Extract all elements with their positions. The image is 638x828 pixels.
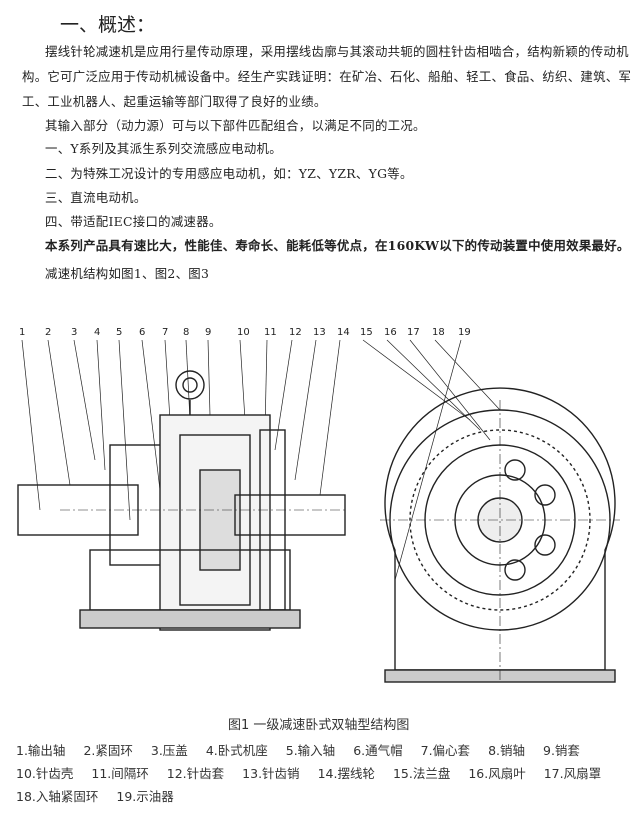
callout-leader-line — [47, 339, 71, 486]
legend-item: 9.销套 — [543, 743, 580, 758]
callout-leader-line — [274, 339, 293, 451]
paragraph-line: 工、工业机器人、起重运输等部门取得了良好的业绩。 — [22, 94, 327, 109]
figure-reference: 减速机结构如图1、图2、图3 — [45, 266, 210, 281]
callout-leader-line — [409, 339, 491, 441]
legend-item: 19.示油器 — [116, 789, 174, 804]
callout-leader-line — [386, 339, 481, 431]
callout-leader-line — [362, 339, 471, 421]
legend-item: 7.偏心套 — [420, 743, 471, 758]
callout-leader-line — [394, 339, 462, 581]
legend-item: 10.针齿壳 — [16, 766, 74, 781]
callout-number: 15 — [360, 327, 373, 338]
legend-item: 1.输出轴 — [16, 743, 66, 758]
callout-number: 16 — [384, 327, 397, 338]
callout-number: 14 — [337, 327, 350, 338]
callout-leader-line — [207, 339, 211, 416]
section-heading: 一、概述： — [60, 14, 156, 36]
paragraph-line: 其输入部分（动力源）可与以下部件匹配组合，以满足不同的工况。 — [45, 118, 426, 133]
callout-number: 13 — [313, 327, 326, 338]
legend-item: 11.间隔环 — [91, 766, 149, 781]
list-item: 二、为特殊工况设计的专用感应电动机，如：YZ、YZR、YG等。 — [45, 166, 413, 181]
callout-leader-line — [141, 339, 161, 491]
callout-number: 10 — [237, 327, 250, 338]
callout-leader-line — [73, 339, 96, 461]
callout-leader-line — [21, 339, 41, 511]
callout-number: 9 — [205, 327, 211, 338]
legend-item: 2.紧固环 — [83, 743, 133, 758]
legend-item: 18.入轴紧固环 — [16, 789, 99, 804]
legend-item: 13.针齿销 — [242, 766, 300, 781]
callout-number: 18 — [432, 327, 445, 338]
legend-item: 14.摆线轮 — [317, 766, 375, 781]
legend-item: 8.销轴 — [488, 743, 525, 758]
callout-number: 19 — [458, 327, 471, 338]
list-item: 三、直流电动机。 — [45, 190, 147, 205]
callout-leader-line — [239, 339, 246, 421]
paragraph-line: 构。它可广泛应用于传动机械设备中。经生产实践证明：在矿冶、石化、船舶、轻工、食品… — [22, 69, 632, 84]
callout-number: 11 — [264, 327, 277, 338]
legend-row: 18.入轴紧固环 19.示油器 — [16, 786, 192, 805]
legend-item: 15.法兰盘 — [392, 766, 451, 781]
callout-number: 12 — [289, 327, 302, 338]
callout-leader-line — [434, 339, 501, 411]
callout-leader-line — [96, 339, 106, 471]
figure-caption: 图1 一级减速卧式双轴型结构图 — [228, 718, 410, 733]
legend-item: 6.通气帽 — [353, 743, 403, 758]
callout-leader-line — [319, 339, 341, 496]
legend-item: 4.卧式机座 — [205, 743, 268, 758]
callout-number: 4 — [94, 327, 100, 338]
callout-leader-line — [118, 339, 131, 521]
legend-item: 16.风扇叶 — [468, 766, 526, 781]
callout-number: 2 — [45, 327, 51, 338]
paragraph-line: 本系列产品具有速比大，性能佳、寿命长、能耗低等优点，在160KW以下的传动装置中… — [45, 238, 630, 253]
callout-number: 17 — [407, 327, 420, 338]
callout-number: 6 — [139, 327, 145, 338]
end-view — [380, 387, 620, 683]
callout-number: 1 — [19, 327, 25, 338]
side-view — [17, 370, 346, 631]
list-item: 四、带适配IEC接口的减速器。 — [45, 214, 222, 229]
list-item: 一、Y系列及其派生系列交流感应电动机。 — [45, 141, 282, 156]
callout-number: 5 — [116, 327, 122, 338]
legend-item: 5.输入轴 — [285, 743, 336, 758]
legend-item: 3.压盖 — [150, 743, 188, 758]
callout-leader-line — [294, 339, 317, 481]
callout-number: 8 — [183, 327, 189, 338]
callout-number: 7 — [162, 327, 168, 338]
legend-item: 17.风扇罩 — [543, 766, 602, 781]
legend-item: 12.针齿套 — [166, 766, 225, 781]
paragraph-line: 摆线针轮减速机是应用行星传动原理，采用摆线齿廓与其滚动共轭的圆柱针齿相啮合，结构… — [45, 44, 629, 59]
legend-row: 1.输出轴 2.紧固环 3.压盖 4.卧式机座 5.输入轴 6.通气帽 7.偏心套 8.销轴 9… — [16, 740, 598, 759]
legend-row: 10.针齿壳 11.间隔环 12.针齿套 13.针齿销 14.摆线轮 15.法兰盘 16.风… — [16, 763, 619, 782]
callout-number: 3 — [71, 327, 77, 338]
